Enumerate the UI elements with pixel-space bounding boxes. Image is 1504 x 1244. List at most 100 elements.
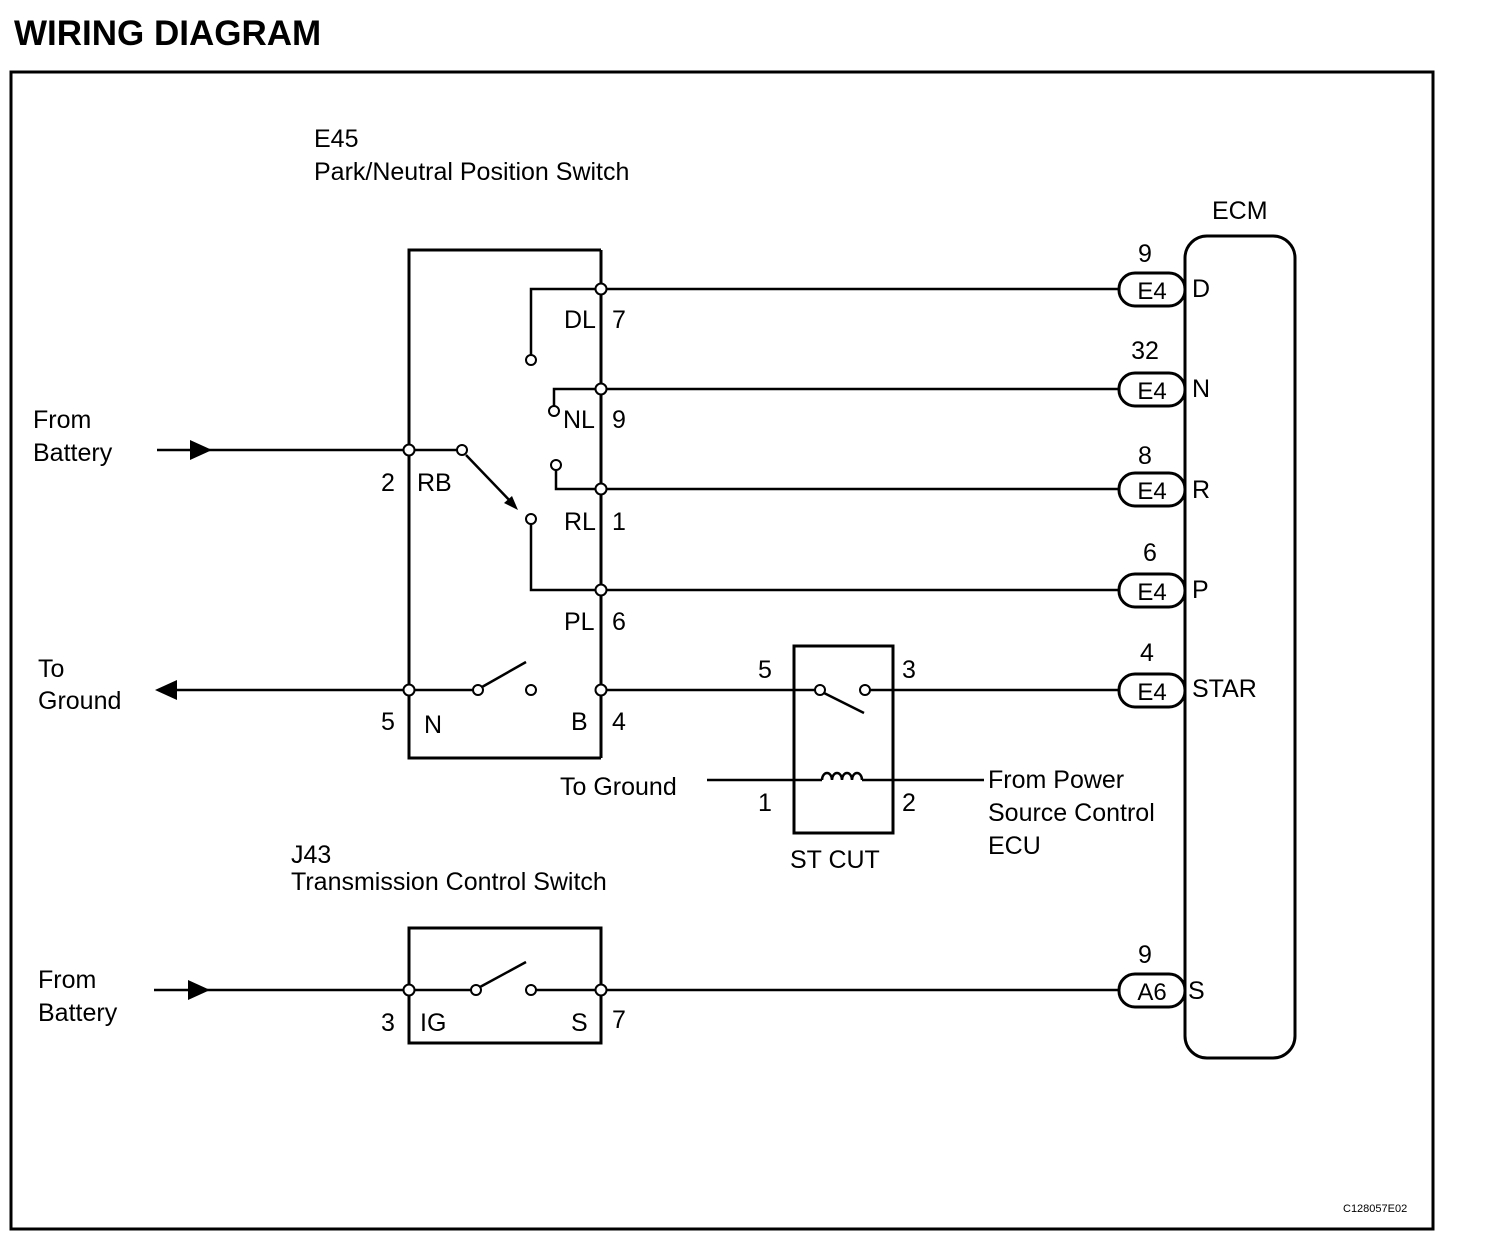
- connector-shell: [1117, 471, 1187, 508]
- terminal-n: [402, 683, 416, 697]
- connector-code: A6: [1137, 979, 1166, 1006]
- tcs-id: J43: [291, 841, 331, 869]
- terminal-pl-name: PL: [564, 608, 595, 636]
- terminal-ig: [402, 983, 416, 997]
- connector-code: E4: [1137, 378, 1166, 405]
- terminal-nl-pin: 9: [612, 406, 626, 434]
- connector-shell: [1117, 572, 1187, 609]
- ecm-signal-label: D: [1192, 275, 1210, 303]
- to-ground-label-line1: To: [38, 655, 64, 683]
- terminal-pl-pin: 6: [612, 608, 626, 636]
- connector-shell: [1117, 972, 1187, 1009]
- nl-contact: [548, 405, 560, 417]
- from-battery-label-line1: From: [33, 406, 91, 434]
- ecm-connector-n: E4 32 N: [1117, 337, 1210, 408]
- connector-pin: 8: [1138, 442, 1152, 470]
- st-cut-pin-coil-a: 1: [758, 789, 772, 817]
- connector-code: E4: [1137, 679, 1166, 706]
- pnp-switch-id: E45: [314, 125, 358, 153]
- from-battery-label-line2: Battery: [33, 439, 113, 467]
- ecm-signal-label: S: [1188, 977, 1205, 1005]
- tcs-contact-left: [470, 984, 482, 996]
- tcs-name: Transmission Control Switch: [291, 868, 607, 896]
- ecm-connector-star: E4 4 STAR: [1117, 639, 1257, 709]
- connector-shell: [1117, 271, 1187, 308]
- terminal-rb-pin: 2: [381, 469, 395, 497]
- rl-contact-wire: [554, 470, 601, 491]
- terminal-nl-name: NL: [563, 406, 595, 434]
- terminal-nl: [594, 382, 608, 396]
- from-battery-2-label-line1: From: [38, 966, 96, 994]
- nb-contact-right: [525, 684, 537, 696]
- coil-icon: [820, 771, 864, 781]
- diagram-frame: [9, 70, 1435, 1231]
- nb-contact-left: [472, 684, 484, 696]
- ecm-signal-label: R: [1192, 476, 1210, 504]
- rb-selector-arm: [465, 454, 515, 506]
- power-source-label-line3: ECU: [988, 832, 1041, 860]
- connector-pin: 9: [1138, 941, 1152, 969]
- terminal-n-pin: 5: [381, 708, 395, 736]
- connector-pin: 32: [1131, 337, 1159, 365]
- st-cut-name: ST CUT: [790, 846, 880, 874]
- ecm-connector-s: A6 9 S: [1117, 941, 1205, 1009]
- figure-code: C128057E02: [1343, 1203, 1407, 1215]
- ecm-connector-d: E4 9 D: [1117, 240, 1210, 308]
- st-cut-switch-blade: [823, 691, 865, 715]
- power-source-label-line1: From Power: [988, 766, 1124, 794]
- terminal-dl: [594, 282, 608, 296]
- terminal-rb-name: RB: [417, 469, 452, 497]
- terminal-s-name: S: [571, 1009, 588, 1037]
- connector-pin: 6: [1143, 539, 1157, 567]
- terminal-rl-name: RL: [564, 508, 596, 536]
- ground-arrow-icon: [155, 680, 177, 700]
- terminal-ig-name: IG: [420, 1009, 446, 1037]
- rb-selector-arrow-icon: [504, 496, 518, 510]
- pnp-switch-name: Park/Neutral Position Switch: [314, 158, 629, 186]
- terminal-rl-pin: 1: [612, 508, 626, 536]
- ecm-signal-label: STAR: [1192, 675, 1257, 703]
- ecm-connector-r: E4 8 R: [1117, 442, 1210, 508]
- dl-contact-wire: [529, 287, 601, 357]
- from-battery-2-label-line2: Battery: [38, 999, 118, 1027]
- terminal-s-pin: 7: [612, 1006, 626, 1034]
- connector-code: E4: [1137, 579, 1166, 606]
- rl-contact: [550, 459, 562, 471]
- terminal-rl: [594, 482, 608, 496]
- st-cut-pin-out: 3: [902, 656, 916, 684]
- ecm-body: [1183, 234, 1297, 1060]
- terminal-b-pin: 4: [612, 708, 626, 736]
- ecm-signal-label: N: [1192, 375, 1210, 403]
- ecm-signal-label: P: [1192, 576, 1209, 604]
- ecm-connector-p: E4 6 P: [1117, 539, 1209, 609]
- connector-shell: [1117, 672, 1187, 709]
- dl-contact: [525, 354, 537, 366]
- st-cut-contact-out: [859, 684, 871, 696]
- battery-feed-arrow-icon: [190, 440, 212, 460]
- terminal-b: [594, 683, 608, 697]
- connector-pin: 4: [1140, 639, 1154, 667]
- terminal-rb: [402, 443, 416, 457]
- to-ground-label-line2: Ground: [38, 687, 121, 715]
- st-cut-pin-coil-b: 2: [902, 789, 916, 817]
- terminal-n-name: N: [424, 711, 442, 739]
- terminal-b-name: B: [571, 708, 588, 736]
- rb-pivot: [456, 444, 468, 456]
- terminal-dl-name: DL: [564, 306, 596, 334]
- nl-contact-wire: [552, 387, 601, 407]
- terminal-dl-pin: 7: [612, 306, 626, 334]
- connector-pin: 9: [1138, 240, 1152, 268]
- tcs-contact-right: [525, 984, 537, 996]
- connector-code: E4: [1137, 278, 1166, 305]
- battery-feed-2-arrow-icon: [188, 980, 210, 1000]
- page-title: WIRING DIAGRAM: [14, 14, 321, 53]
- st-cut-contact-in: [814, 684, 826, 696]
- st-cut-to-ground-label: To Ground: [560, 773, 677, 801]
- terminal-pl: [594, 583, 608, 597]
- pl-contact-wire: [529, 523, 601, 592]
- tcs-switch-blade: [479, 960, 527, 989]
- nb-switch-blade: [481, 660, 527, 689]
- connector-code: E4: [1137, 478, 1166, 505]
- terminal-s: [594, 983, 608, 997]
- st-cut-relay-body: [792, 644, 895, 835]
